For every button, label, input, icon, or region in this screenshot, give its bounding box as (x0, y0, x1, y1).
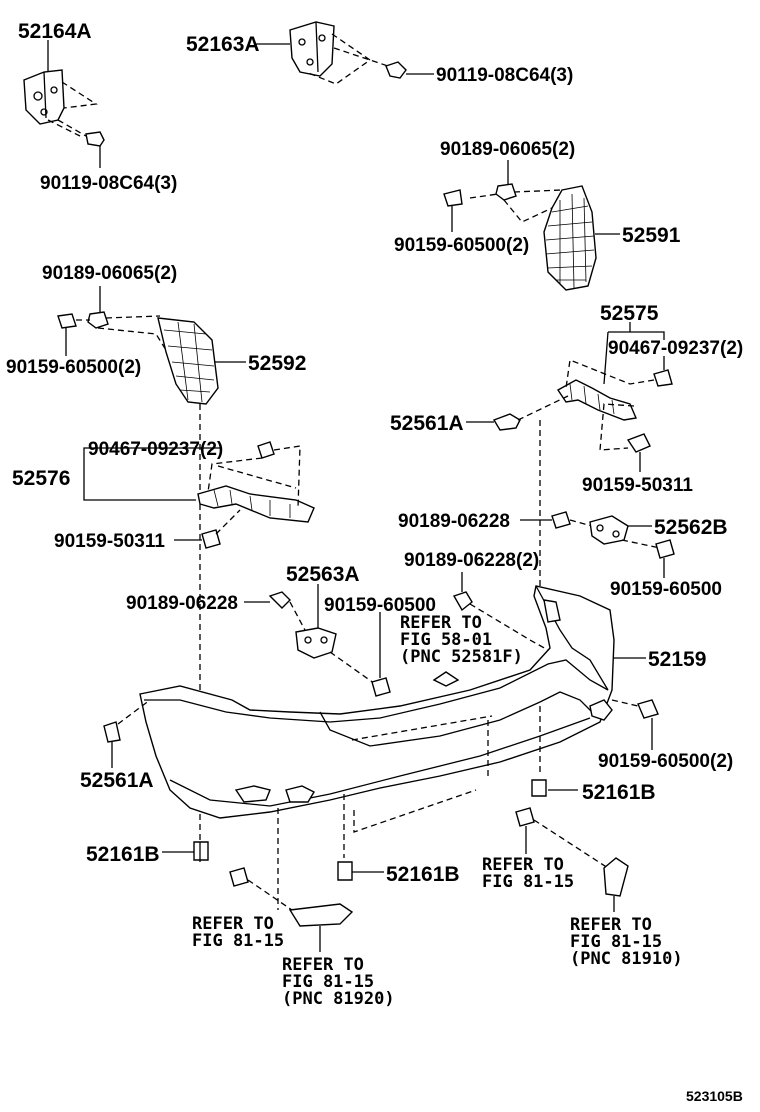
reference-screw-81-15-right (515, 807, 535, 827)
label-90189-06228-2: 90189-06228(2) (404, 550, 539, 571)
ref58-line3: (PNC 52581F) (400, 647, 523, 667)
label-52563a: 52563A (286, 563, 360, 586)
ref81c-line2: FIG 81-15 (482, 872, 574, 892)
bolt-90119-right[interactable] (385, 61, 407, 79)
screw-90159-left[interactable] (57, 313, 77, 329)
nut-90189-06228-2[interactable] (452, 591, 473, 612)
reference-note-fig-81-15-b[interactable]: REFER TO FIG 81-15 (PNC 81920) (282, 955, 395, 1009)
label-52561a-bottom: 52561A (80, 769, 154, 792)
clip-52561a-top[interactable] (492, 413, 521, 431)
label-52161b-center: 52161B (386, 863, 460, 886)
reference-tab-52581f (432, 671, 460, 687)
bolt-90467-right[interactable] (653, 369, 673, 387)
nut-90189-06228-right[interactable] (551, 511, 571, 529)
label-52161b-right: 52161B (582, 781, 656, 804)
label-52591: 52591 (622, 224, 681, 247)
reference-part-81910 (603, 857, 629, 897)
label-90189-06228-left: 90189-06228 (126, 593, 238, 614)
label-90159-60500-right: 90159-60500 (610, 579, 722, 600)
label-90159-50311-right: 90159-50311 (582, 475, 693, 496)
nut-90189-06228-left[interactable] (268, 591, 291, 609)
reference-screw-81-15-left (229, 867, 249, 887)
label-52592: 52592 (248, 352, 306, 375)
clip-52561a-bottom[interactable] (103, 721, 121, 743)
label-90159-50311-left: 90159-50311 (54, 531, 165, 552)
reference-reflector-81920 (288, 903, 354, 927)
ref81b-line2: FIG 81-15 (282, 972, 374, 992)
screw-90159-right-lower[interactable] (626, 433, 651, 453)
screw-90159-right[interactable] (443, 189, 463, 207)
label-52159: 52159 (648, 648, 706, 671)
retainer-52575[interactable] (556, 379, 637, 421)
clip-52161b-left[interactable] (193, 841, 209, 861)
reference-note-fig-58-01[interactable]: REFER TO FIG 58-01 (PNC 52581F) (400, 613, 523, 667)
ref81a-line2: FIG 81-15 (192, 931, 284, 951)
label-90467-09237-right: 90467-09237(2) (608, 338, 743, 359)
ref81b-line3: (PNC 81920) (282, 989, 395, 1009)
label-90159-60500-center: 90159-60500 (324, 595, 436, 616)
label-90159-60500-2-left: 90159-60500(2) (6, 357, 141, 378)
label-90189-06065-right: 90189-06065(2) (440, 139, 575, 160)
bolt-90119-left[interactable] (85, 131, 105, 147)
ref81a-line1: REFER TO (192, 914, 274, 934)
bracket-52592[interactable] (157, 317, 219, 405)
screw-90159-60500-center[interactable] (371, 677, 391, 697)
ref81d-line1: REFER TO (570, 915, 652, 935)
label-90119-08c64-left: 90119-08C64(3) (40, 173, 177, 194)
ref81d-line2: FIG 81-15 (570, 932, 662, 952)
part-labels: 52164A 52163A 90119-08C64(3) 90119-08C64… (6, 20, 743, 886)
label-52576: 52576 (12, 467, 70, 490)
label-52561a-top: 52561A (390, 412, 464, 435)
label-52161b-left: 52161B (86, 843, 160, 866)
label-52575: 52575 (600, 302, 659, 325)
label-90119-08c64-right: 90119-08C64(3) (436, 65, 573, 86)
clip-52161b-right[interactable] (531, 779, 547, 797)
ref58-line2: FIG 58-01 (400, 630, 492, 650)
label-52562b: 52562B (654, 516, 728, 539)
bracket-52163a[interactable] (289, 21, 335, 77)
retainer-52576[interactable] (197, 485, 315, 523)
clip-52161b-center[interactable] (337, 861, 353, 881)
nut-90189-left[interactable] (87, 311, 109, 329)
bumper-cover-52159[interactable] (139, 585, 615, 819)
label-90159-60500-2-right: 90159-60500(2) (394, 235, 529, 256)
reference-note-fig-81-15-a[interactable]: REFER TO FIG 81-15 (192, 914, 284, 951)
illustration-code: 523105B (686, 1088, 743, 1104)
reference-note-fig-81-15-d[interactable]: REFER TO FIG 81-15 (PNC 81910) (570, 915, 683, 969)
bracket-52164a[interactable] (23, 69, 65, 125)
label-90189-06065-left: 90189-06065(2) (42, 263, 177, 284)
retainer-52563a[interactable] (295, 627, 337, 659)
label-90189-06228-right: 90189-06228 (398, 511, 510, 532)
bracket-52591[interactable] (543, 185, 597, 291)
screw-90159-left-lower[interactable] (201, 529, 221, 549)
reference-note-fig-81-15-c[interactable]: REFER TO FIG 81-15 (482, 855, 574, 892)
label-52163a: 52163A (186, 33, 260, 56)
label-52164a: 52164A (18, 20, 92, 43)
screw-90159-60500-bumper[interactable] (637, 699, 659, 719)
ref81d-line3: (PNC 81910) (570, 949, 683, 969)
bolt-90467-left[interactable] (257, 441, 275, 459)
nut-90189-right[interactable] (495, 183, 517, 201)
label-90467-09237-left: 90467-09237(2) (88, 439, 223, 460)
screw-90159-60500-right[interactable] (655, 539, 675, 559)
ref58-line1: REFER TO (400, 613, 482, 633)
label-90159-60500-2-bottom: 90159-60500(2) (598, 751, 733, 772)
ref81b-line1: REFER TO (282, 955, 364, 975)
ref81c-line1: REFER TO (482, 855, 564, 875)
